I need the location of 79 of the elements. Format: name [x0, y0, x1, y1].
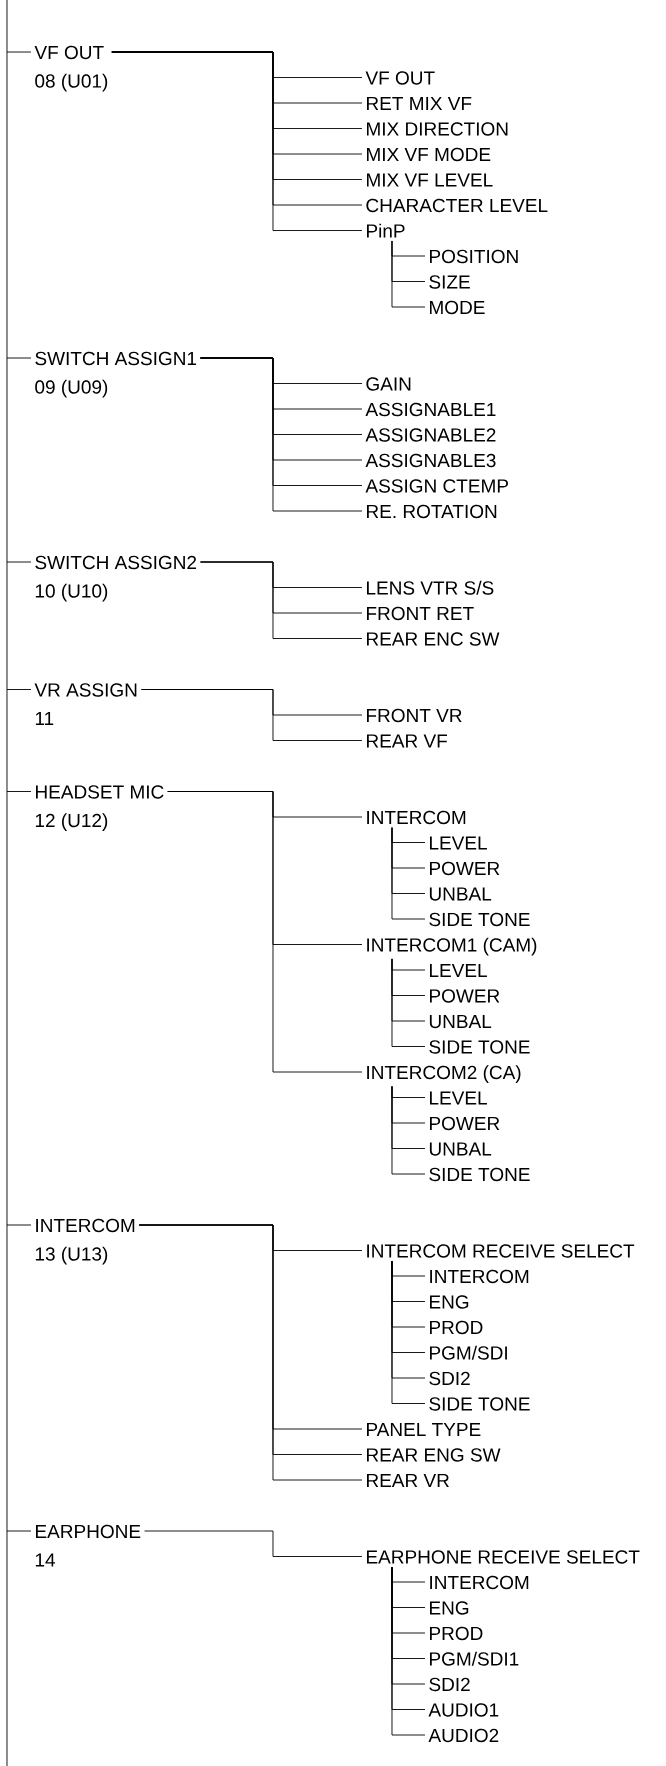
menu-item-label: LEVEL	[430, 963, 487, 977]
menu-item-label: UNBAL	[429, 1142, 492, 1156]
tree-connector	[200, 357, 363, 512]
menu-group-label: SWITCH ASSIGN1 09 (U09)	[35, 351, 197, 398]
menu-item-label: RET MIX VF	[367, 96, 472, 110]
tree-connector	[200, 561, 363, 639]
menu-item-label: LEVEL	[430, 1091, 487, 1105]
menu-item-label: MIX VF MODE	[367, 147, 491, 162]
menu-item-label: ENG	[430, 1295, 469, 1309]
menu-item-label: UNBAL	[429, 1014, 492, 1029]
tree-connector	[6, 791, 32, 792]
menu-item-label: ASSIGNABLE1	[365, 402, 496, 417]
menu-group-label: EARPHONE 14	[35, 1524, 141, 1567]
menu-item-label: REAR ENC SW	[367, 632, 500, 646]
menu-item-label: PROD	[430, 1320, 483, 1335]
menu-item-label: REAR ENG SW	[367, 1448, 501, 1462]
tree-connector	[167, 791, 363, 1073]
menu-item-label: FRONT RET	[367, 606, 474, 621]
menu-item-label: SDI2	[429, 1371, 470, 1386]
tree-connector	[6, 1224, 32, 1226]
menu-item-label: SDI2	[429, 1677, 470, 1692]
menu-item-label: PGM/SDI1	[430, 1651, 519, 1666]
menu-item-label: LEVEL	[430, 836, 487, 850]
tree-connector	[6, 1530, 32, 1532]
menu-item-label: REAR VR	[367, 1473, 449, 1487]
menu-item-label: GAIN	[366, 377, 411, 391]
tree-connector	[6, 689, 32, 690]
menu-item-label: REAR VF	[367, 734, 447, 748]
tree-connector	[391, 958, 426, 1047]
menu-item-label: ENG	[430, 1601, 469, 1615]
menu-item-label: EARPHONE RECEIVE SELECT	[367, 1550, 640, 1564]
tree-connector	[391, 1566, 426, 1736]
menu-item-label: AUDIO1	[428, 1703, 499, 1717]
menu-item-label: PANEL TYPE	[367, 1422, 481, 1436]
menu-item-label: MIX VF LEVEL	[367, 173, 493, 187]
tree-connector	[391, 1260, 426, 1404]
tree-connector	[6, 561, 32, 563]
menu-item-label: SIZE	[429, 275, 470, 289]
tree-connector	[6, 51, 32, 53]
tree-connector	[144, 1530, 363, 1557]
menu-item-label: POWER	[430, 861, 500, 876]
menu-item-label: SIDE TONE	[429, 1167, 530, 1182]
menu-item-label: POWER	[430, 989, 500, 1003]
menu-item-label: CHARACTER LEVEL	[366, 198, 548, 213]
menu-item-label: PROD	[430, 1626, 483, 1641]
menu-item-label: AUDIO2	[428, 1728, 499, 1743]
menu-item-label: INTERCOM2 (CA)	[367, 1065, 521, 1083]
tree-connector	[391, 827, 426, 920]
menu-item-label: POSITION	[430, 249, 518, 264]
menu-item-label: POWER	[430, 1116, 500, 1131]
tree-connector	[6, 357, 32, 359]
tree-connector	[391, 1085, 426, 1175]
menu-item-label: SIDE TONE	[429, 1040, 530, 1054]
tree-connector	[140, 689, 363, 741]
menu-group-label: VF OUT 08 (U01)	[34, 45, 108, 92]
menu-group-label: SWITCH ASSIGN2 10 (U10)	[35, 555, 197, 602]
menu-item-label: ASSIGN CTEMP	[365, 479, 508, 493]
menu-item-label: MIX DIRECTION	[367, 122, 508, 136]
menu-item-label: VF OUT	[365, 71, 435, 85]
menu-group-label: HEADSET MIC 12 (U12)	[35, 785, 164, 831]
menu-item-label: PGM/SDI	[430, 1345, 507, 1360]
menu-item-label: ASSIGNABLE2	[365, 428, 496, 442]
menu-item-label: INTERCOM	[430, 1575, 529, 1590]
menu-item-label: MODE	[430, 300, 485, 315]
menu-item-label: INTERCOM RECEIVE SELECT	[367, 1244, 635, 1258]
menu-item-label: INTERCOM	[430, 1269, 529, 1284]
menu-item-label: SIDE TONE	[429, 912, 530, 927]
menu-item-label: RE. ROTATION	[367, 504, 497, 519]
menu-item-label: INTERCOM	[367, 810, 466, 825]
menu-item-label: LENS VTR S/S	[367, 580, 494, 595]
menu-item-label: FRONT VR	[367, 708, 462, 723]
menu-item-label: ASSIGNABLE3	[365, 453, 496, 468]
menu-item-label: SIDE TONE	[429, 1397, 530, 1411]
tree-connector	[391, 240, 426, 308]
menu-group-label: VR ASSIGN 11	[34, 683, 137, 726]
menu-item-label: UNBAL	[429, 887, 492, 901]
menu-group-label: INTERCOM 13 (U13)	[35, 1218, 135, 1265]
menu-item-label: PinP	[367, 223, 405, 238]
menu-item-label: INTERCOM1 (CAM)	[367, 937, 537, 956]
